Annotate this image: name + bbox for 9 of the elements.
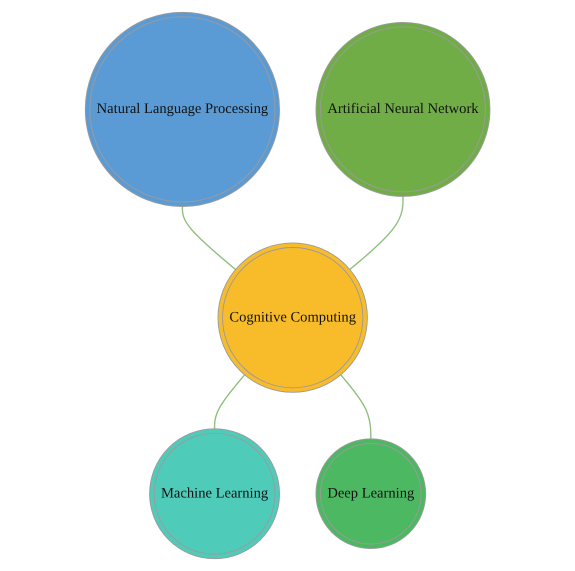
connector [349, 196, 404, 270]
connector [340, 374, 372, 439]
node-circle: Artificial Neural Network [315, 22, 490, 197]
node-circle: Machine Learning [149, 428, 280, 560]
node-circle: Natural Language Processing [84, 12, 280, 207]
node-circle: Cognitive Computing [217, 242, 368, 393]
node-circle: Deep Learning [315, 438, 426, 550]
connector [214, 374, 245, 429]
connector [182, 206, 236, 270]
